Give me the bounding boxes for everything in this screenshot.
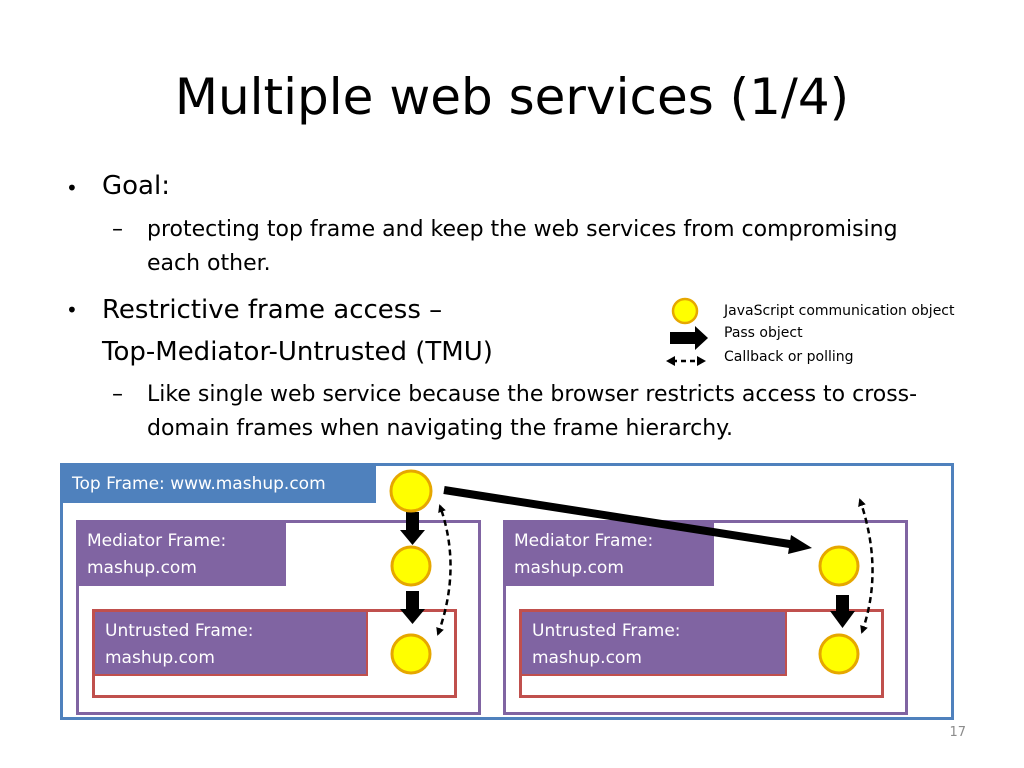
- bullet-dot: •: [66, 298, 78, 322]
- mediator-right-label-line2: mashup.com: [514, 558, 624, 578]
- bullet-restrict-sub-line2: domain frames when navigating the frame …: [147, 416, 734, 441]
- mediator-left-label-line2: mashup.com: [87, 558, 197, 578]
- top-frame: [60, 463, 954, 720]
- page-number: 17: [949, 725, 966, 740]
- bullet-restrict-line2: Top-Mediator-Untrusted (TMU): [102, 337, 493, 367]
- bullet-restrict-sub-line1: Like single web service because the brow…: [147, 382, 918, 407]
- left-untrusted-object-icon: [390, 633, 432, 675]
- legend-callback-arrow-icon: [666, 356, 706, 366]
- left-mediator-object-icon: [390, 545, 432, 587]
- pass-arrow-top-to-left-mediator: [400, 512, 425, 545]
- mediator-frame-right: [503, 520, 908, 715]
- pass-arrow-left-mediator-to-untrusted: [400, 591, 425, 624]
- mediator-left-label-line1: Mediator Frame:: [87, 531, 227, 551]
- untrusted-frame-right-label: Untrusted Frame: mashup.com: [520, 610, 787, 676]
- pass-arrow-right-mediator-to-untrusted: [830, 595, 855, 628]
- untrusted-right-label-line2: mashup.com: [532, 648, 642, 668]
- bullet-goal-sub: protecting top frame and keep the web se…: [147, 217, 898, 276]
- untrusted-right-label-line1: Untrusted Frame:: [532, 621, 681, 641]
- slide-title: Multiple web services (1/4): [174, 68, 850, 126]
- bullet-restrict-line1: Restrictive frame access –: [102, 295, 443, 325]
- untrusted-frame-left-label: Untrusted Frame: mashup.com: [93, 610, 368, 676]
- untrusted-left-label-line1: Untrusted Frame:: [105, 621, 254, 641]
- mediator-frame-right-label: Mediator Frame: mashup.com: [504, 522, 714, 586]
- legend-pass-label: Pass object: [724, 325, 803, 341]
- bullet-dot: •: [66, 176, 78, 200]
- sub-bullet-dash: –: [112, 217, 123, 242]
- top-frame-label-text: Top Frame: www.mashup.com: [72, 474, 326, 494]
- legend-pass-arrow-icon: [670, 326, 708, 350]
- callback-arrow-left: [436, 504, 452, 636]
- bullet-goal: Goal:: [102, 171, 170, 201]
- right-mediator-object-icon: [818, 545, 860, 587]
- top-frame-label: Top Frame: www.mashup.com: [62, 465, 376, 503]
- untrusted-left-label-line2: mashup.com: [105, 648, 215, 668]
- right-untrusted-object-icon: [818, 633, 860, 675]
- top-frame-object-icon: [389, 469, 433, 513]
- pass-arrow-top-to-right-mediator: [443, 486, 812, 554]
- legend-object-icon: [671, 297, 699, 325]
- mediator-frame-left: [76, 520, 481, 715]
- callback-arrow-right: [858, 498, 874, 634]
- mediator-right-label-line1: Mediator Frame:: [514, 531, 654, 551]
- mediator-frame-left-label: Mediator Frame: mashup.com: [77, 522, 286, 586]
- legend-object-label: JavaScript communication object: [724, 303, 955, 319]
- legend-callback-label: Callback or polling: [724, 349, 854, 365]
- sub-bullet-dash: –: [112, 382, 123, 407]
